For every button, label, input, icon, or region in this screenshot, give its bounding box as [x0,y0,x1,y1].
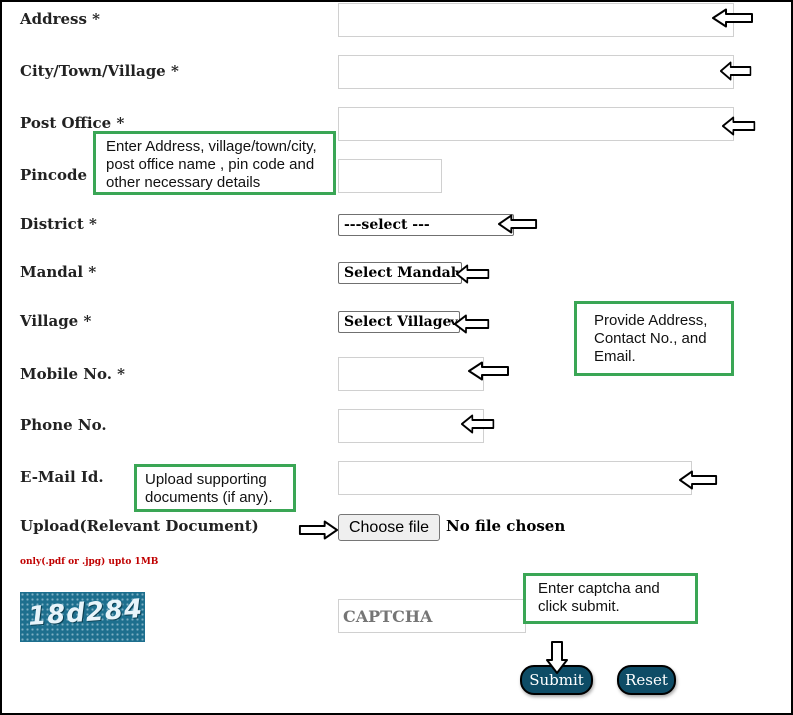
chevron-down-icon: v [450,316,459,328]
village-label: Village * [20,312,92,330]
post-office-label: Post Office * [20,114,125,132]
callout-line: click submit. [538,598,620,615]
pointer-arrow-icon [722,116,756,136]
phone-label: Phone No. [20,416,107,434]
address-input[interactable] [338,3,734,37]
callout-line: other necessary details [106,174,261,191]
district-select-value: ---select --- [344,217,430,233]
captcha-help-callout: Enter captcha and click submit. [523,573,698,624]
callout-line: Contact No., and [594,330,707,347]
village-select[interactable]: Select Village v [338,311,460,333]
reset-button[interactable]: Reset [617,665,676,695]
mandal-label: Mandal * [20,263,97,281]
pointer-arrow-icon [468,361,510,381]
upload-help-callout: Upload supporting documents (if any). [134,464,296,512]
village-select-value: Select Village [344,314,452,330]
district-label: District * [20,215,97,233]
address-help-callout: Enter Address, village/town/city, post o… [93,131,336,195]
email-input[interactable] [338,461,692,495]
file-status-text: No file chosen [446,517,566,535]
district-select[interactable]: ---select --- v [338,214,514,236]
email-label: E-Mail Id. [20,468,104,486]
callout-line: Provide Address, [594,312,708,329]
pointer-arrow-icon [454,314,490,334]
captcha-noise [20,592,145,642]
post-office-input[interactable] [338,107,734,141]
mobile-label: Mobile No. * [20,365,125,383]
callout-line: post office name , pin code and [106,156,315,173]
captcha-input[interactable] [338,599,526,633]
mandal-select[interactable]: Select Mandal v [338,262,463,284]
pincode-input[interactable] [338,159,442,193]
contact-help-callout: Provide Address, Contact No., and Email. [574,301,734,376]
city-label: City/Town/Village * [20,62,179,80]
callout-line: Upload supporting [145,471,267,488]
pointer-arrow-icon [456,264,490,284]
pincode-label: Pincode [20,166,88,184]
mobile-input[interactable] [338,357,484,391]
pointer-arrow-icon [461,414,495,434]
pointer-arrow-icon [679,470,718,490]
callout-line: Enter Address, village/town/city, [106,138,317,155]
mandal-select-value: Select Mandal [344,265,457,281]
callout-line: documents (if any). [145,489,273,506]
callout-line: Email. [594,348,636,365]
pointer-arrow-icon [720,61,752,81]
pointer-arrow-icon [545,640,569,674]
pointer-arrow-icon [712,8,754,28]
city-input[interactable] [338,55,734,89]
phone-input[interactable] [338,409,484,443]
choose-file-button[interactable]: Choose file [338,514,440,541]
upload-size-note: only(.pdf or .jpg) upto 1MB [20,557,159,567]
callout-line: Enter captcha and [538,580,660,597]
address-label: Address * [20,10,101,28]
upload-label: Upload(Relevant Document) [20,517,259,535]
pointer-arrow-icon [298,520,338,540]
pointer-arrow-icon [498,214,538,234]
captcha-image: 18d284 [20,592,145,642]
